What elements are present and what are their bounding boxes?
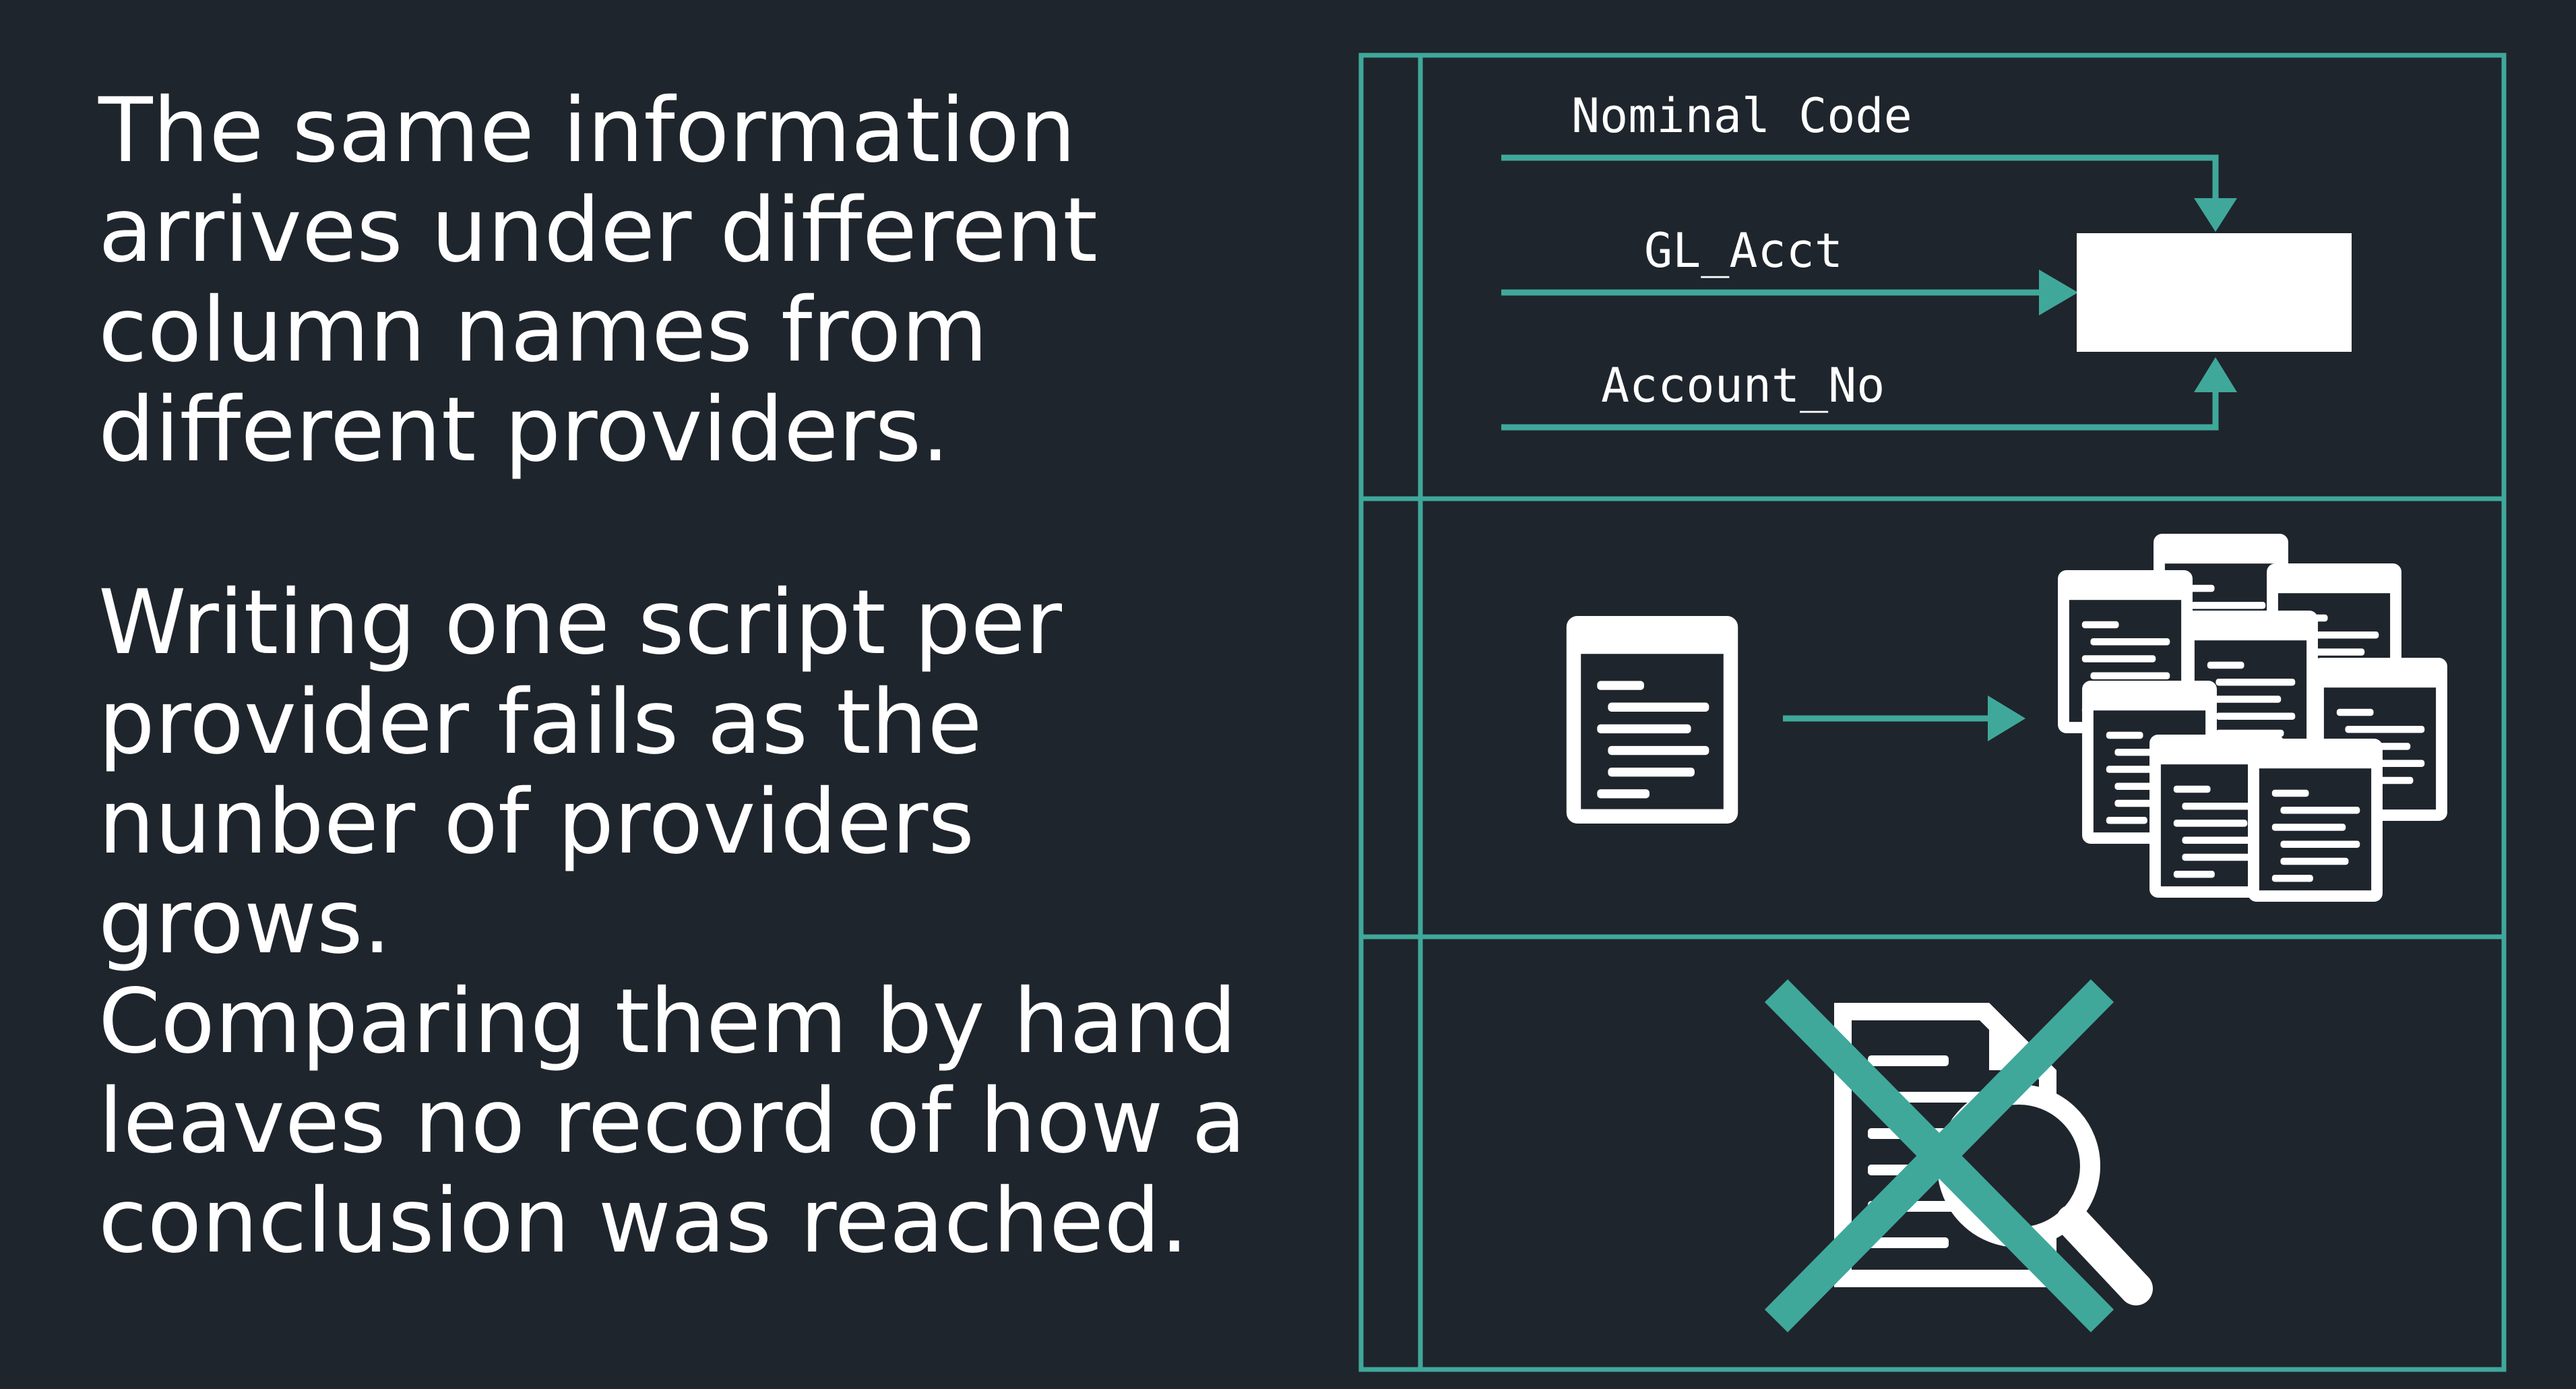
arrow-right-icon — [1783, 696, 2025, 741]
paragraph-column-names: The same information arrives under diffe… — [98, 79, 1098, 482]
mapping-arrows — [1501, 154, 2219, 431]
no-audit-trail-panel — [1764, 979, 2153, 1332]
blank-target-box-icon — [2077, 233, 2352, 352]
cross-out-icon — [1764, 979, 2114, 1332]
label-gl-acct: GL_Acct — [1644, 223, 1843, 278]
multiple-script-documents-icon — [2058, 534, 2447, 902]
label-nominal-code: Nominal Code — [1571, 88, 1912, 144]
document-magnifier-icon — [1834, 1003, 2153, 1305]
paragraph-compare-by-hand: Comparing them by hand leaves no record … — [98, 970, 1247, 1273]
diagram-frame — [1358, 53, 2507, 1372]
label-account-no: Account_No — [1601, 358, 1885, 413]
mapping-arrowheads — [2039, 198, 2237, 392]
explanation-text: The same information arrives under diffe… — [98, 81, 1311, 1271]
script-scaling-panel — [1566, 534, 2447, 902]
script-document-icon — [1566, 616, 1738, 824]
column-mapping-panel: Nominal Code GL_Acct Account_No — [1501, 88, 2352, 431]
paragraph-one-script-per-provider: Writing one script per provider fails as… — [98, 571, 1063, 974]
